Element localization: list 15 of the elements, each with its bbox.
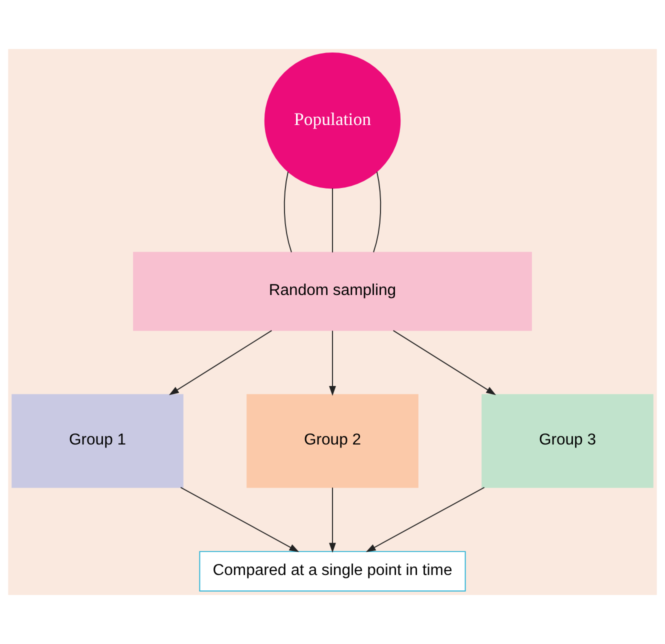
- connector: [284, 171, 292, 253]
- node-box: Compared at a single point in time: [199, 551, 466, 592]
- arrow: [392, 330, 496, 396]
- arrow: [180, 486, 300, 552]
- node-box: Group 1: [12, 394, 184, 488]
- node-box: Random sampling: [133, 252, 532, 331]
- arrow: [329, 487, 336, 553]
- node-circle: Population: [264, 52, 401, 189]
- arrow: [168, 330, 272, 396]
- arrow: [366, 486, 485, 552]
- arrow: [329, 330, 336, 396]
- connector: [373, 171, 382, 253]
- connector: [332, 188, 333, 253]
- node-box: Group 2: [246, 394, 418, 488]
- node-box: Group 3: [482, 394, 654, 488]
